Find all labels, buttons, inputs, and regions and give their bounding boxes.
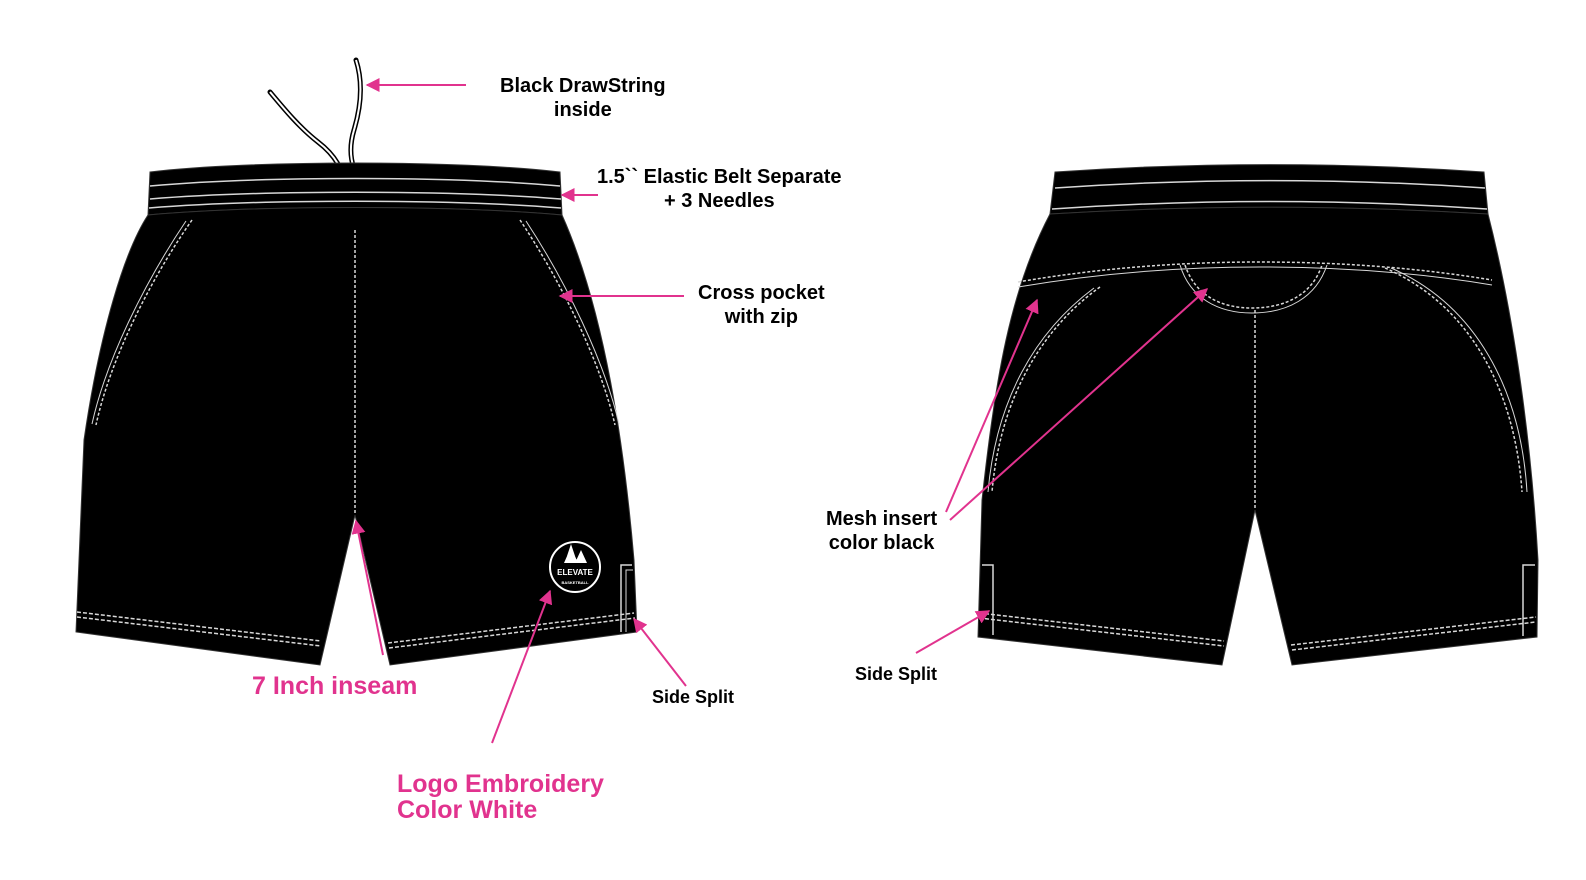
back-shorts-body bbox=[977, 206, 1539, 666]
side-split-front-label: Side Split bbox=[652, 687, 735, 707]
callout-arrows bbox=[351, 78, 1209, 744]
svg-text:ELEVATE: ELEVATE bbox=[557, 568, 593, 577]
side-split-front-arrow bbox=[633, 617, 687, 687]
side-split-back-label: Side Split bbox=[855, 664, 938, 684]
mesh-arrow-left bbox=[945, 298, 1039, 513]
elevate-logo: ELEVATE BASKETBALL bbox=[549, 541, 601, 593]
side-split-back-arrow bbox=[915, 610, 991, 654]
front-view: ELEVATE BASKETBALL bbox=[75, 57, 638, 666]
back-waistband bbox=[1049, 164, 1489, 215]
front-left-pocket bbox=[95, 219, 193, 426]
svg-text:BASKETBALL: BASKETBALL bbox=[561, 580, 589, 585]
inseam-label: 7 Inch inseam bbox=[252, 672, 418, 700]
front-right-pocket bbox=[519, 219, 616, 426]
logo-arrow bbox=[491, 589, 553, 744]
back-mesh-insert-right bbox=[1384, 267, 1523, 493]
elastic-belt-label: 1.5`` Elastic Belt Separate+ 3 Needles bbox=[597, 166, 842, 212]
back-side-split-right bbox=[1522, 564, 1535, 636]
back-side-split-left bbox=[982, 564, 994, 635]
front-shorts-body bbox=[75, 207, 638, 666]
back-view bbox=[977, 164, 1539, 666]
back-mesh-insert-left bbox=[991, 286, 1101, 493]
back-mesh-insert-center bbox=[1184, 264, 1323, 309]
inseam-arrow bbox=[351, 519, 384, 656]
mesh-arrow-center bbox=[949, 288, 1209, 521]
front-side-split bbox=[620, 564, 632, 632]
